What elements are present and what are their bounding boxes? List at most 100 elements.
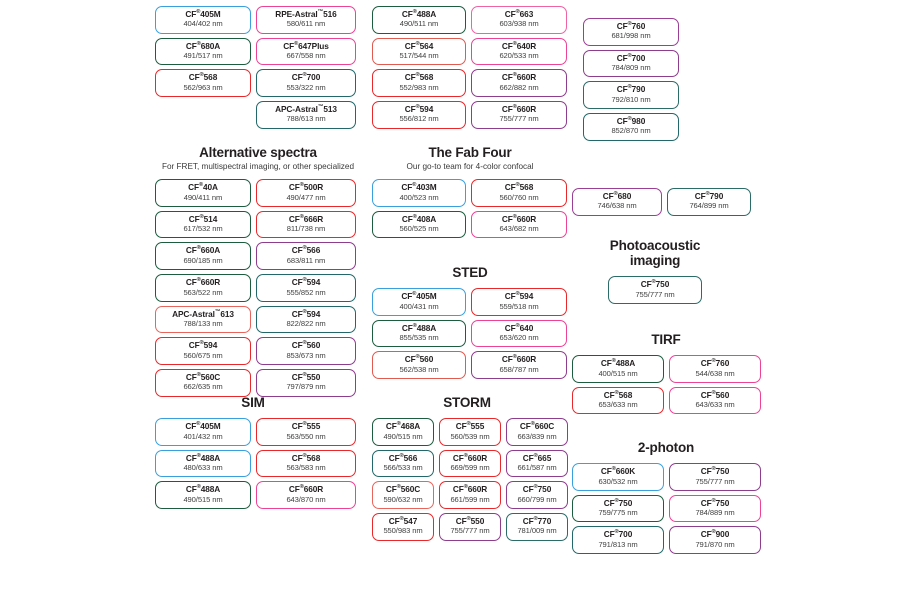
dye-name: CF®594 [291,277,321,288]
trademark-mark: ® [412,291,417,298]
trademark-mark: ™ [317,104,324,111]
trademark-mark: ® [515,182,520,189]
dye-spectra: 759/775 nm [598,508,638,518]
trademark-mark: ™ [317,9,324,16]
dye-name: CF®660R [501,354,537,365]
dye-name: CF®750 [700,466,730,477]
dye-spectra: 517/544 nm [399,51,439,61]
dye-spectra: 788/133 nm [183,319,223,329]
trademark-mark: ® [515,291,520,298]
trademark-mark: ™ [214,308,221,315]
dye-name: CF®660R [288,484,324,495]
trademark-mark: ® [299,484,304,491]
trademark-mark: ® [533,484,538,491]
dye-spectra: 562/538 nm [399,364,439,374]
dye-spectra: 490/515 nm [183,494,223,504]
dye-spectra: 566/533 nm [383,463,423,473]
dye-name: CF®900 [700,529,730,540]
dye-spectra: 764/899 nm [689,201,729,211]
